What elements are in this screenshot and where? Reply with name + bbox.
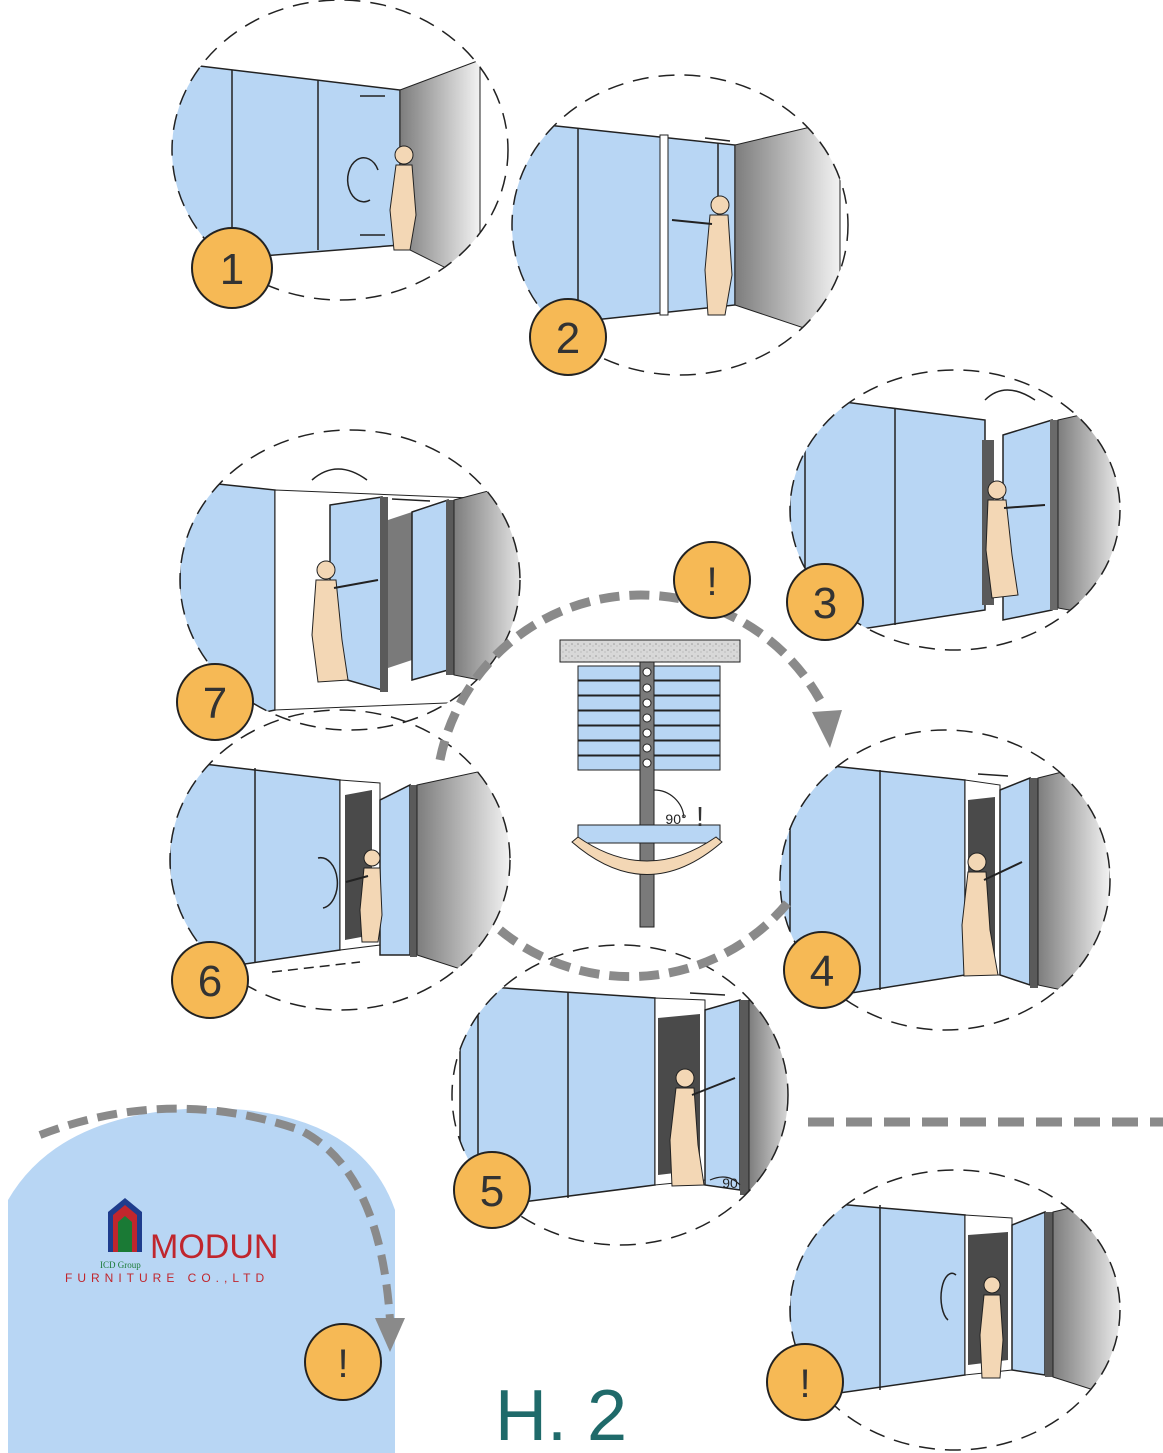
center-detail: 90° ! [435,590,842,982]
step-6-scene [170,759,510,986]
step-5-number: 5 [480,1167,504,1216]
warning-scene-frame [789,1169,1121,1451]
step-2-number: 2 [556,314,580,363]
logo-group: ICD Group [100,1260,141,1270]
bottom-right-warning-badge: ! [766,1343,844,1421]
center-arrow-head [812,710,842,748]
person-figure [669,1068,736,1187]
logo-panel: MODUN ICD Group FURNITURE CO.,LTD ! [8,1104,405,1453]
center-angle-warning: ! [696,801,704,832]
step-1-number: 1 [220,245,244,294]
person-figure [671,195,733,316]
step-5-badge: 5 [453,1151,531,1229]
detail-panel [577,824,721,844]
step-4-scene [780,759,1110,1006]
step-5-scene [459,984,788,1211]
logo-name: MODUN [150,1228,278,1266]
step-1-badge: 1 [191,227,273,309]
step-7-badge: 7 [176,663,254,741]
ceiling-slab [559,639,741,663]
step-3-number: 3 [813,579,837,628]
warning-scene [790,1194,1120,1401]
center-dashed-arrow-ring [435,590,824,761]
step-2-scene [512,119,841,341]
step-6-badge: 6 [171,941,249,1019]
step-6-frame [169,709,511,1011]
person-figure [979,1276,1004,1379]
company-logo: MODUN ICD Group FURNITURE CO.,LTD [65,1198,278,1285]
step-6-number: 6 [198,957,222,1006]
logo-panel-dashed-arrow [38,1104,394,1321]
step-7-scene [180,468,520,730]
step-2-frame [511,74,849,376]
person-figure [345,849,383,943]
step-5-angle-label: 90 [722,1175,738,1191]
step-2-badge: 2 [529,298,607,376]
step-3-badge: 3 [786,563,864,641]
person-figure [311,560,379,683]
person-figure [961,852,1023,977]
detail-person [571,836,723,875]
step-7-frame [179,429,521,731]
center-dashed-arc-bottom [497,897,794,982]
bottom-left-warning-mark: ! [337,1342,348,1386]
step-1-frame [171,0,509,301]
step-1-scene [172,59,481,286]
step-5-frame [451,944,789,1246]
center-warning-mark: ! [706,560,717,604]
step-3-frame [789,369,1121,651]
figure-label: H. 2 [495,1376,627,1453]
bottom-left-warning-badge: ! [304,1323,382,1401]
step-4-badge: 4 [783,931,861,1009]
person-figure [389,145,417,251]
center-warning-badge: ! [673,541,751,619]
step-7-number: 7 [203,679,227,728]
bottom-right-warning-mark: ! [799,1362,810,1406]
step-4-number: 4 [810,947,834,996]
step-4-frame [779,729,1111,1031]
person-figure [985,480,1046,599]
logo-subtitle: FURNITURE CO.,LTD [65,1271,269,1285]
center-angle-label: 90° [665,811,686,827]
